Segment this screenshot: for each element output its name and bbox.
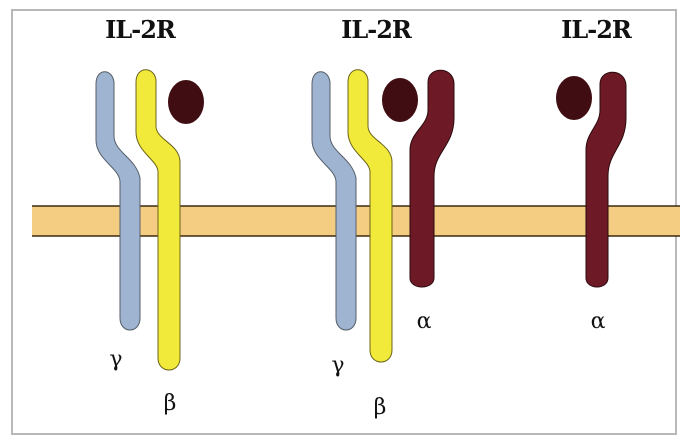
receptor-3-alpha-label: α xyxy=(591,309,606,334)
receptor-2-gamma-label: γ xyxy=(331,353,344,378)
receptor-3-alpha-chain xyxy=(586,72,626,287)
receptor-2-il2-ligand-icon xyxy=(382,78,418,122)
receptor-2-title: IL-2R xyxy=(341,15,413,44)
receptor-1-il2-ligand-icon xyxy=(168,80,204,124)
receptor-3-il2-ligand-icon xyxy=(556,76,592,120)
receptor-2-alpha-label: α xyxy=(417,309,432,334)
receptor-1-title: IL-2R xyxy=(105,15,177,44)
receptor-3-title: IL-2R xyxy=(561,15,633,44)
receptor-1-gamma-chain xyxy=(96,72,140,330)
receptor-1-beta-label: β xyxy=(164,391,177,416)
receptor-1-gamma-label: γ xyxy=(109,347,122,372)
receptor-2-beta-label: β xyxy=(374,395,387,420)
receptor-3: IL-2R α xyxy=(556,15,633,334)
